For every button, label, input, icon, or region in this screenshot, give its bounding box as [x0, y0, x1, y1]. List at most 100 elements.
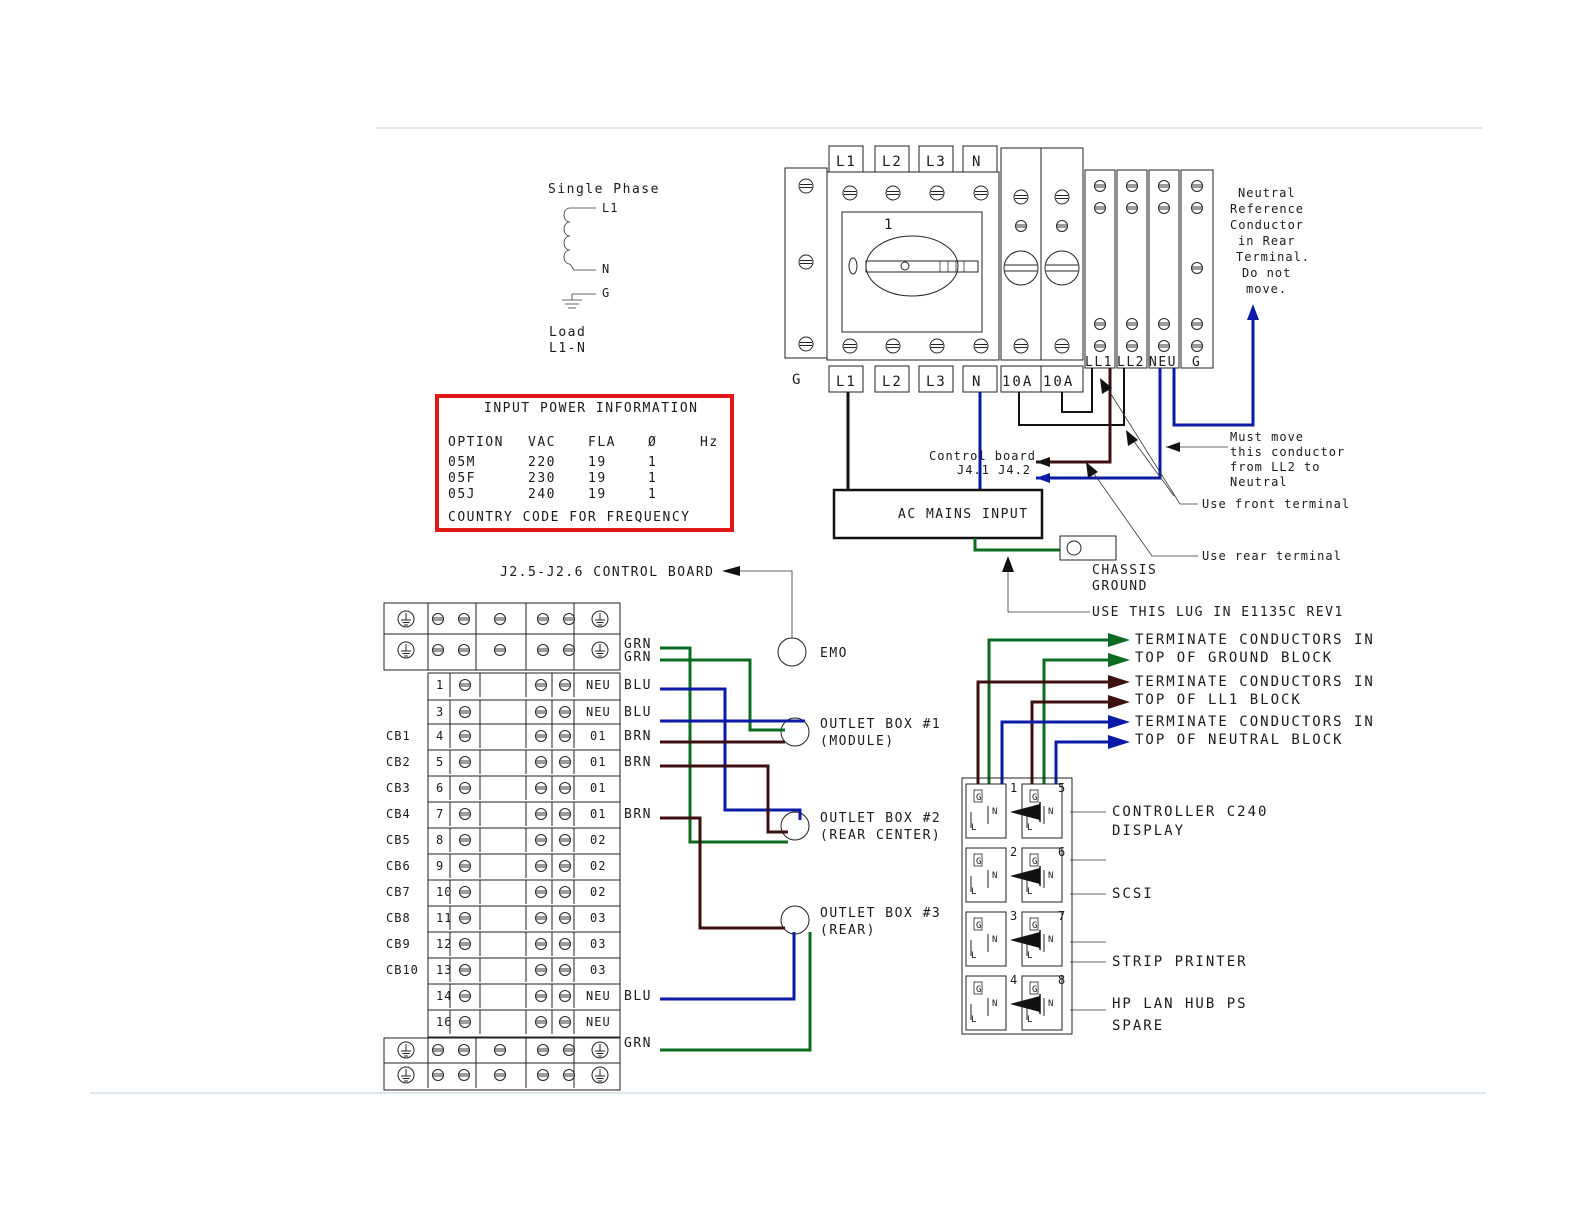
svg-text:N: N [1048, 807, 1053, 817]
single-phase-schematic: Single Phase L1 N G Load L1-N [548, 182, 660, 356]
svg-text:TERMINATE CONDUCTORS IN: TERMINATE CONDUCTORS IN [1135, 674, 1375, 690]
panel-row-number: 1 [436, 678, 444, 692]
svg-text:FLA: FLA [588, 435, 616, 450]
use-lug-note: USE THIS LUG IN E1135C REV1 [1092, 605, 1344, 620]
svg-text:Hz: Hz [700, 435, 719, 450]
svg-text:L3: L3 [926, 154, 947, 170]
svg-text:Terminal.: Terminal. [1236, 250, 1310, 264]
panel-row-wire: BLU [624, 989, 652, 1004]
panel-row-number: 12 [436, 937, 452, 951]
svg-text:(REAR CENTER): (REAR CENTER) [820, 828, 941, 843]
panel-row-end: 02 [590, 885, 606, 899]
svg-text:Neutral: Neutral [1238, 186, 1296, 200]
svg-text:1: 1 [648, 471, 657, 486]
panel-row-number: 7 [436, 807, 444, 821]
svg-text:L2: L2 [882, 154, 903, 170]
svg-text:19: 19 [588, 471, 607, 486]
panel-row-end: 01 [590, 781, 606, 795]
svg-text:L: L [1027, 951, 1032, 961]
svg-text:G: G [976, 857, 981, 867]
receptacle-number: 4 [1010, 973, 1018, 987]
svg-text:10A: 10A [1002, 374, 1033, 390]
panel-row-cb: CB10 [386, 963, 419, 977]
svg-text:05M: 05M [448, 455, 476, 470]
panel-row-wire: BLU [624, 705, 652, 720]
svg-text:L1: L1 [836, 154, 857, 170]
svg-text:OUTLET BOX #2: OUTLET BOX #2 [820, 811, 941, 826]
panel-row-end: 03 [590, 911, 606, 925]
svg-text:CONTROLLER C240: CONTROLLER C240 [1112, 804, 1268, 820]
panel-row-end: 02 [590, 833, 606, 847]
panel-row-end: 01 [590, 729, 606, 743]
svg-text:05J: 05J [448, 487, 476, 502]
svg-text:L: L [971, 887, 976, 897]
svg-text:in Rear: in Rear [1238, 234, 1296, 248]
svg-text:TERMINATE CONDUCTORS IN: TERMINATE CONDUCTORS IN [1135, 632, 1375, 648]
svg-text:G: G [976, 921, 981, 931]
svg-text:G: G [602, 286, 610, 300]
panel-row-wire: BRN [624, 755, 652, 770]
mains-wiring [846, 304, 1259, 490]
svg-text:HP LAN HUB PS: HP LAN HUB PS [1112, 996, 1248, 1012]
svg-text:Ø: Ø [648, 435, 657, 450]
ac-mains-input-box [832, 488, 1044, 540]
receptacle-number: 8 [1058, 973, 1066, 987]
use-front-terminal: Use front terminal [1202, 497, 1350, 511]
panel-row-cb: CB1 [386, 729, 411, 743]
j2-control-board-label: J2.5-J2.6 CONTROL BOARD [500, 565, 715, 580]
svg-text:230: 230 [528, 471, 556, 486]
svg-text:19: 19 [588, 455, 607, 470]
panel-row-end: NEU [586, 705, 611, 719]
panel-row-number: 4 [436, 729, 444, 743]
svg-text:L: L [1027, 823, 1032, 833]
panel-row-cb: CB9 [386, 937, 411, 951]
svg-text:TOP OF NEUTRAL BLOCK: TOP OF NEUTRAL BLOCK [1135, 732, 1344, 748]
outlet-wiring [660, 646, 812, 1052]
svg-text:05F: 05F [448, 471, 476, 486]
use-rear-terminal: Use rear terminal [1202, 549, 1342, 563]
single-phase-title: Single Phase [548, 182, 660, 197]
chassis-ground: CHASSIS GROUND [973, 535, 1156, 594]
svg-text:TERMINATE CONDUCTORS IN: TERMINATE CONDUCTORS IN [1135, 714, 1375, 730]
svg-text:Reference: Reference [1230, 202, 1304, 216]
svg-text:G: G [1192, 355, 1201, 370]
panel-row-cb: CB8 [386, 911, 411, 925]
receptacle-labels: CONTROLLER C240 DISPLAY SCSI STRIP PRINT… [1070, 804, 1268, 1034]
svg-text:GRN: GRN [624, 1036, 652, 1051]
svg-text:OUTLET BOX #3: OUTLET BOX #3 [820, 906, 941, 921]
svg-text:TOP OF LL1 BLOCK: TOP OF LL1 BLOCK [1135, 692, 1302, 708]
svg-text:Conductor: Conductor [1230, 218, 1304, 232]
main-breaker-assembly: G L1 L2 L3 N 1 [784, 145, 1214, 393]
svg-text:L: L [971, 951, 976, 961]
svg-text:220: 220 [528, 455, 556, 470]
svg-text:1: 1 [648, 455, 657, 470]
neutral-reference-note: Neutral Reference Conductor in Rear Term… [1230, 186, 1310, 296]
panel-row-end: 01 [590, 807, 606, 821]
svg-text:L1-N: L1-N [549, 341, 586, 356]
receptacle-number: 2 [1010, 845, 1018, 859]
svg-text:LL1: LL1 [1085, 355, 1113, 370]
svg-text:N: N [1048, 871, 1053, 881]
svg-text:L2: L2 [882, 374, 903, 390]
svg-text:G: G [1032, 793, 1037, 803]
outlet-boxes: OUTLET BOX #1 (MODULE) OUTLET BOX #2 (RE… [780, 717, 941, 938]
svg-text:19: 19 [588, 487, 607, 502]
panel-row-number: 3 [436, 705, 444, 719]
panel-row-number: 13 [436, 963, 452, 977]
svg-text:GRN: GRN [624, 650, 652, 665]
panel-row-end: 01 [590, 755, 606, 769]
svg-text:GROUND: GROUND [1092, 579, 1148, 594]
svg-text:N: N [602, 262, 610, 276]
panel-row-end: NEU [586, 989, 611, 1003]
svg-text:L3: L3 [926, 374, 947, 390]
svg-text:(REAR): (REAR) [820, 923, 876, 938]
svg-text:N: N [992, 871, 997, 881]
svg-text:DISPLAY: DISPLAY [1112, 823, 1185, 839]
emo-label: EMO [820, 646, 848, 661]
svg-text:this conductor: this conductor [1230, 445, 1345, 459]
must-move-note: Must move this conductor from LL2 to Neu… [1166, 430, 1345, 489]
svg-text:Control board: Control board [929, 449, 1036, 463]
panel-row-cb: CB6 [386, 859, 411, 873]
